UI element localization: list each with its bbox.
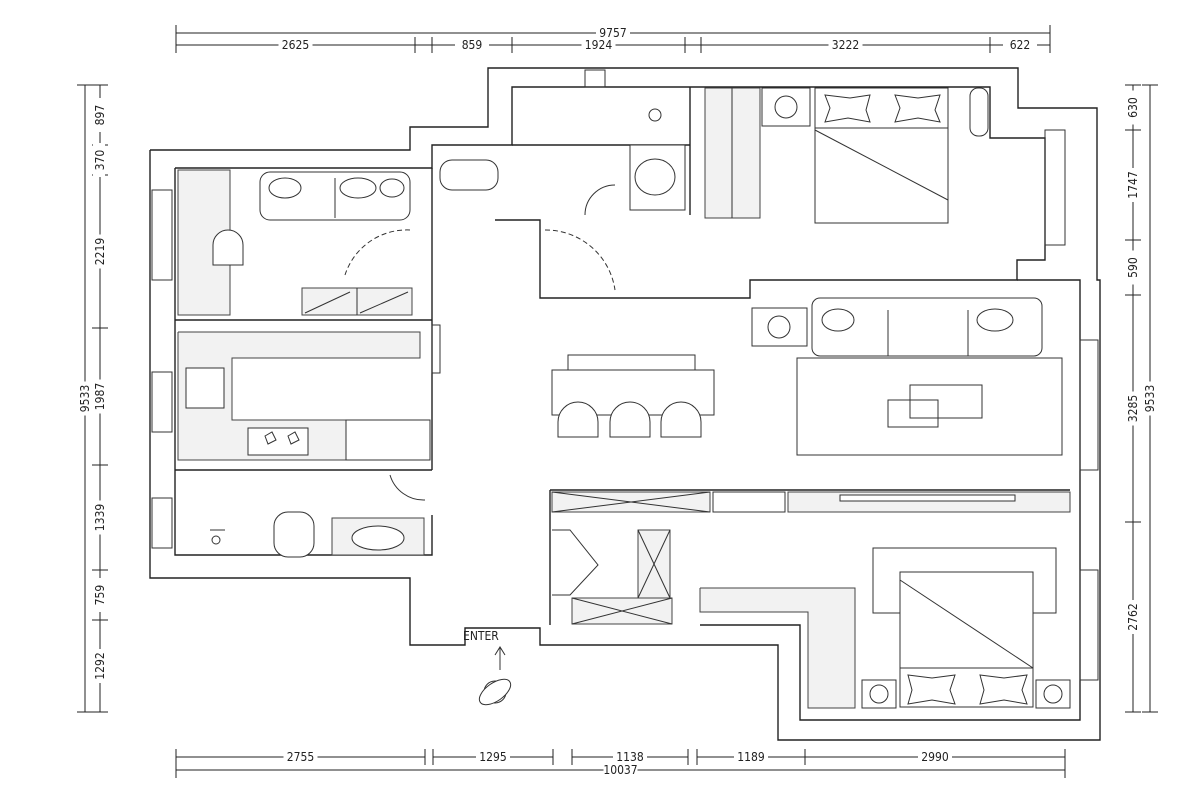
window xyxy=(584,69,606,88)
bottom-dimension-label: 1295 xyxy=(479,750,506,764)
left-dimension-label: 1339 xyxy=(93,504,107,532)
entrance-arrow-icon xyxy=(494,646,506,670)
top-dimension-label: 859 xyxy=(462,38,483,52)
cushion xyxy=(379,178,405,198)
window xyxy=(1044,129,1066,246)
top-dimension-label: 3222 xyxy=(832,38,859,52)
door-swing xyxy=(389,474,426,501)
window xyxy=(1079,569,1099,681)
person-shoulders xyxy=(478,678,512,706)
bottom-dimension-label: 2990 xyxy=(921,750,949,764)
top-total-dimension-label: 9757 xyxy=(599,26,626,40)
bar-stool xyxy=(660,401,702,438)
wardrobe xyxy=(699,587,856,709)
basin xyxy=(634,158,676,196)
right-total-dimension-label: 9533 xyxy=(1143,385,1157,412)
rug xyxy=(796,357,1063,456)
window xyxy=(151,371,173,433)
cushion xyxy=(268,177,302,199)
bathroom-bottom xyxy=(210,511,425,558)
living-room xyxy=(551,297,1071,513)
top-dimension-label: 622 xyxy=(1010,38,1031,52)
basin xyxy=(351,525,405,551)
lamp xyxy=(869,684,889,704)
left-dimension-label: 2219 xyxy=(93,238,107,266)
bathroom-top xyxy=(439,108,686,291)
left-dimension-label: 370 xyxy=(93,150,107,171)
column xyxy=(431,324,441,374)
right-dimension-label: 590 xyxy=(1126,257,1140,278)
stove xyxy=(247,427,309,456)
pillow xyxy=(979,674,1028,705)
door-swing xyxy=(544,229,616,291)
bottom-dimension-label: 2755 xyxy=(287,750,314,764)
burner xyxy=(287,431,300,445)
dining xyxy=(551,354,715,438)
lamp xyxy=(1043,684,1063,704)
coffee-table xyxy=(909,384,983,419)
right-dimension-label: 1747 xyxy=(1126,171,1140,198)
left-total-dimension-label: 9533 xyxy=(78,385,92,412)
bedroom-top xyxy=(704,87,989,224)
coffee-table xyxy=(887,399,939,428)
chair xyxy=(212,229,244,266)
right-dimension-label: 2762 xyxy=(1126,603,1140,630)
living-wall xyxy=(700,279,1081,721)
study-room xyxy=(177,169,413,316)
outer-wall xyxy=(149,67,1101,741)
cabinet xyxy=(712,491,786,513)
lamp xyxy=(774,95,798,119)
door-swing xyxy=(344,229,411,276)
top-dimension-label: 1924 xyxy=(585,38,613,52)
top-dimension-label: 2625 xyxy=(282,38,309,52)
nightstand xyxy=(969,87,989,137)
toilet xyxy=(439,159,499,191)
shower xyxy=(211,535,221,545)
left-dimension-label: 1292 xyxy=(93,652,107,679)
dimension-lines: 9757 2625 859 1924 3222 622 9533 897 370 2219 1987… xyxy=(77,25,1158,778)
right-dimension-label: 630 xyxy=(1126,97,1140,118)
cushion xyxy=(339,177,377,199)
cushion xyxy=(821,308,855,332)
entrance-label: ENTER xyxy=(463,629,499,643)
entrance: ENTER xyxy=(463,629,512,706)
left-dimension-label: 897 xyxy=(93,105,107,126)
burner xyxy=(264,431,277,445)
sink xyxy=(185,367,225,409)
bedroom-bottom xyxy=(552,529,1071,709)
window xyxy=(1079,339,1099,471)
appliance xyxy=(345,419,431,461)
kitchen xyxy=(177,324,441,501)
pillow xyxy=(824,94,871,123)
toilet xyxy=(273,511,315,558)
pillow xyxy=(907,674,956,705)
tv xyxy=(839,494,1016,502)
bottom-dimension-label: 1189 xyxy=(737,750,765,764)
left-dimension-label: 1987 xyxy=(93,383,107,410)
door-swing xyxy=(552,529,599,596)
bottom-dimension-label: 1138 xyxy=(616,750,644,764)
bar-stool xyxy=(557,401,599,438)
door-swing xyxy=(584,184,616,216)
bottom-total-dimension-label: 10037 xyxy=(603,763,637,777)
lamp xyxy=(767,315,791,339)
right-dimension-label: 3285 xyxy=(1126,395,1140,422)
shower xyxy=(648,108,662,122)
cushion xyxy=(976,308,1014,332)
bar-stool xyxy=(609,401,651,438)
window xyxy=(151,189,173,281)
window xyxy=(151,497,173,549)
pillow xyxy=(894,94,941,123)
left-dimension-label: 759 xyxy=(93,585,107,606)
